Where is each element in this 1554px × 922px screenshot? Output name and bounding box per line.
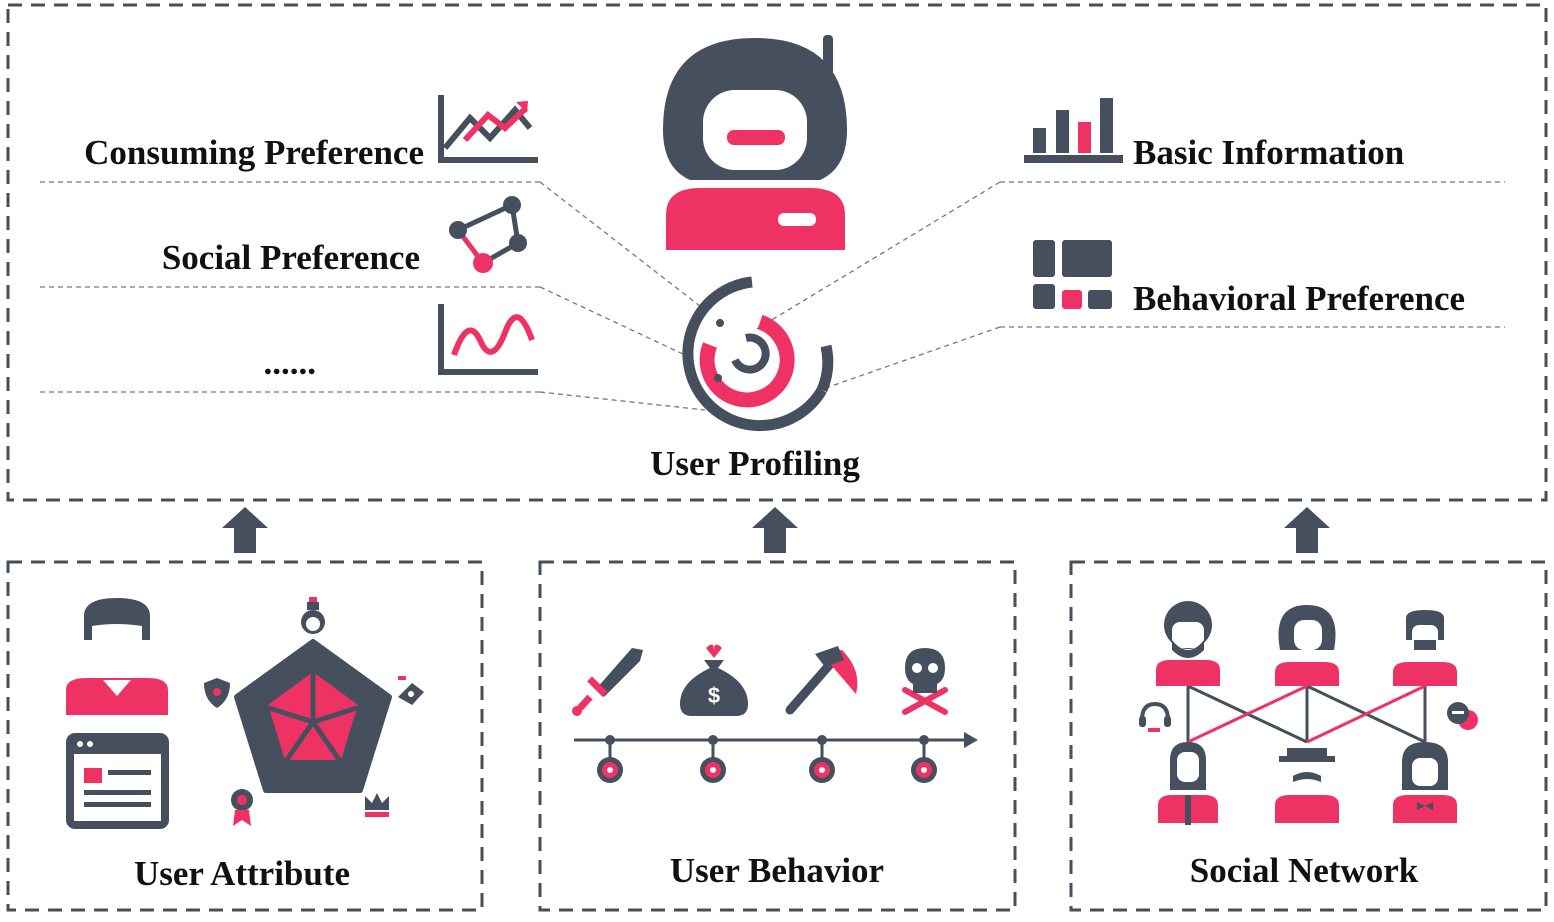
- crown-icon: [365, 793, 389, 817]
- ellipsis-label: ......: [264, 343, 317, 382]
- person-avatar-icon: [1275, 748, 1339, 823]
- stopwatch-icon: [911, 757, 937, 783]
- badge-ribbon-icon: [231, 789, 253, 826]
- social-preference-label: Social Preference: [162, 238, 420, 277]
- person-avatar-icon: [1275, 605, 1339, 686]
- tag-icon: [398, 676, 424, 705]
- bar-chart-icon: [1024, 98, 1123, 163]
- skull-crossbones-icon: [902, 648, 948, 715]
- user-attribute-panel: [6, 560, 484, 912]
- stopwatch-icon: [597, 757, 623, 783]
- person-avatar-icon: [1393, 610, 1457, 686]
- user-profiling-panel: [6, 3, 1548, 502]
- stopwatch-icon: [700, 757, 726, 783]
- potion-icon: [301, 597, 325, 634]
- shield-star-icon: [204, 678, 230, 708]
- axe-icon: [785, 646, 858, 715]
- person-avatar-icon: [1393, 742, 1457, 823]
- id-card-person-icon: [66, 598, 169, 829]
- up-arrows: [222, 507, 1330, 553]
- social-network-panel: [1069, 560, 1548, 912]
- network-links: [1186, 684, 1427, 744]
- guide-lines: [40, 181, 1505, 411]
- person-avatar-icon: [1156, 601, 1220, 686]
- stopwatch-icon: [809, 757, 835, 783]
- social-network-label: Social Network: [1190, 851, 1419, 890]
- up-arrow-icon: [752, 507, 798, 553]
- radar-chart-icon: [234, 639, 392, 793]
- user-behavior-label: User Behavior: [670, 851, 884, 890]
- network-graph-icon: [449, 196, 527, 273]
- up-arrow-icon: [222, 507, 268, 553]
- timeline: [574, 732, 978, 783]
- tile-grid-icon: [1033, 240, 1112, 309]
- behavioral-preference-label: Behavioral Preference: [1133, 279, 1465, 318]
- trend-chart-icon: [438, 95, 538, 163]
- sword-icon: [572, 648, 643, 716]
- chat-bubble-icon: [1447, 702, 1478, 730]
- money-bag-icon: $: [680, 644, 748, 716]
- user-behavior-panel: [538, 560, 1017, 912]
- wave-chart-icon: [438, 304, 538, 375]
- user-attribute-label: User Attribute: [134, 854, 350, 893]
- person-avatar-icon: [1158, 742, 1218, 825]
- headset-icon: [1139, 701, 1171, 732]
- basic-information-label: Basic Information: [1133, 133, 1404, 172]
- consuming-preference-label: Consuming Preference: [84, 133, 424, 172]
- profiling-hub-icon: [682, 276, 834, 432]
- user-avatar-icon: [663, 35, 847, 250]
- up-arrow-icon: [1284, 507, 1330, 553]
- user-profiling-label: User Profiling: [650, 444, 860, 483]
- svg-text:$: $: [708, 683, 720, 708]
